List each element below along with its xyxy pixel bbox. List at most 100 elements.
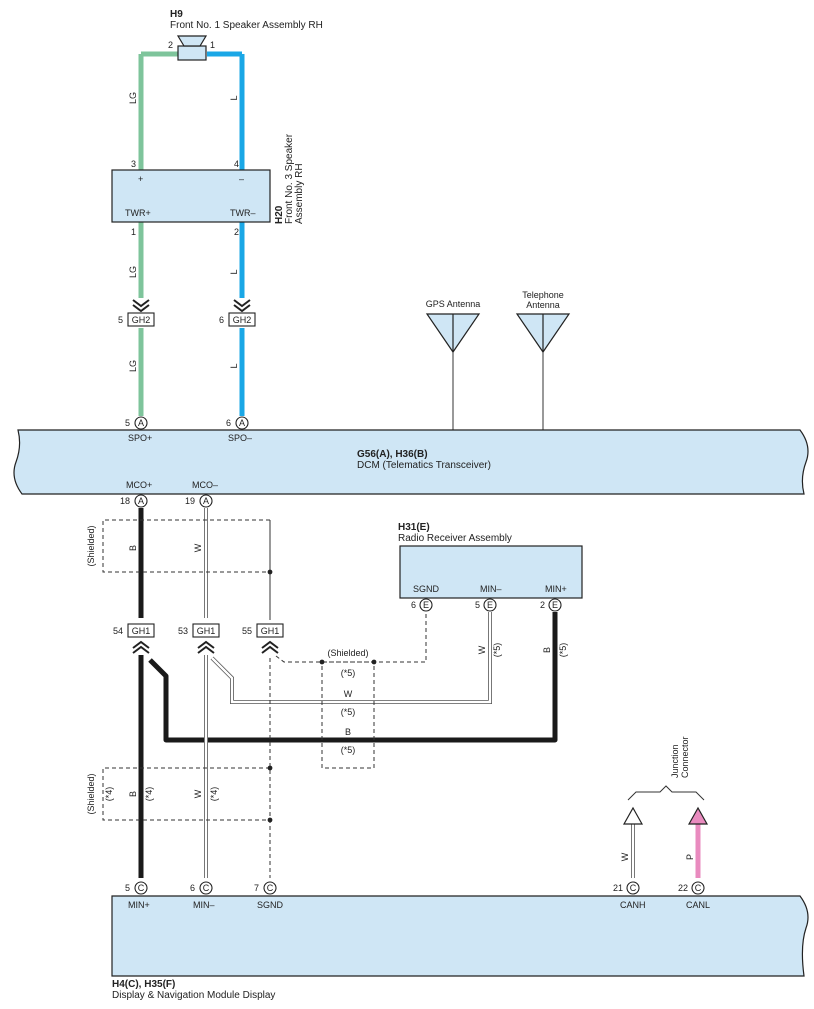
shield-label-middle: (Shielded) — [327, 648, 368, 658]
h20-pin4: 4 — [234, 159, 239, 169]
wire-label-lg-1: LG — [128, 92, 138, 104]
display-name: Display & Navigation Module Display — [112, 990, 275, 1001]
wire-label-w-1: W — [193, 543, 203, 552]
radio-pin2: 2 — [540, 600, 545, 610]
h20-code: H20 — [274, 205, 285, 224]
shield-upper — [102, 519, 270, 573]
radio-name: Radio Receiver Assembly — [398, 533, 512, 544]
dcm-pin19: 19 — [185, 496, 195, 506]
h20-name-2: Assembly RH — [294, 163, 305, 224]
note-n5-sgnd: (*5) — [341, 668, 356, 678]
note-n4-b: (*4) — [144, 787, 154, 802]
note-n5-radio-b: (*5) — [558, 643, 568, 658]
wire-label-b-2: B — [128, 791, 138, 797]
h20-pin1: 1 — [131, 227, 136, 237]
wire-label-p-canl: P — [685, 854, 695, 860]
dcm-mco-minus: MCO– — [192, 480, 218, 490]
gh1-connector-53: GH1 — [192, 623, 220, 654]
junction-label-1: Junction — [670, 744, 680, 778]
gh1-pin55: 55 — [242, 626, 252, 636]
display-conn-c-7-letter: C — [267, 883, 274, 893]
dcm-conn-a-6-letter: A — [239, 418, 245, 428]
wire-label-w-canh: W — [620, 852, 630, 861]
shield-middle-dot-l — [319, 659, 325, 665]
dcm-conn-a-18 — [134, 494, 148, 508]
dcm-pin6: 6 — [226, 418, 231, 428]
junction-brace — [627, 785, 705, 801]
dcm-spo-plus: SPO+ — [128, 433, 152, 443]
radio-min-plus: MIN+ — [545, 584, 567, 594]
wire-label-w-middle: W — [344, 689, 353, 699]
radio-pin6: 6 — [411, 600, 416, 610]
display-box — [111, 895, 809, 977]
h20-label: H20 Front No. 3 Speaker Assembly RH — [274, 133, 305, 224]
radio-conn-e-5 — [483, 598, 497, 612]
gps-antenna-label: GPS Antenna — [426, 299, 481, 309]
shield-lower-dot-bottom — [267, 817, 273, 823]
dcm-conn-a-18-letter: A — [138, 496, 144, 506]
dcm-code: G56(A), H36(B) — [357, 449, 428, 460]
display-code: H4(C), H35(F) — [112, 979, 175, 990]
shield-upper-dot — [267, 569, 273, 575]
h9-speaker-icon — [176, 35, 208, 61]
wire-label-l-1: L — [229, 95, 239, 100]
wire-label-w-radio: W — [477, 645, 487, 654]
display-pin21: 21 — [613, 883, 623, 893]
display-conn-c-21 — [626, 881, 640, 895]
display-pin22: 22 — [678, 883, 688, 893]
wire-label-lg-2: LG — [128, 266, 138, 278]
canl-arrow-icon — [687, 806, 709, 825]
radio-conn-e-5-letter: E — [487, 600, 493, 610]
wire-label-l-2: L — [229, 269, 239, 274]
radio-code: H31(E) — [398, 522, 430, 533]
wire-label-b-middle: B — [345, 727, 351, 737]
radio-pin5: 5 — [475, 600, 480, 610]
shield-lower — [102, 767, 270, 821]
dcm-mco-plus: MCO+ — [126, 480, 152, 490]
display-sgnd: SGND — [257, 900, 284, 910]
tel-antenna-label-2: Antenna — [526, 300, 560, 310]
radio-conn-e-2-letter: E — [552, 600, 558, 610]
display-canh: CANH — [620, 900, 646, 910]
gh1-pin54: 54 — [113, 626, 123, 636]
wire-b-gh1-radio — [148, 612, 558, 743]
display-conn-c-5 — [134, 881, 148, 895]
note-n5-b: (*5) — [341, 745, 356, 755]
radio-sgnd: SGND — [413, 584, 440, 594]
h20-plus: + — [138, 174, 143, 184]
dcm-conn-a-5 — [134, 416, 148, 430]
dcm-name: DCM (Telematics Transceiver) — [357, 460, 491, 471]
display-pin5: 5 — [125, 883, 130, 893]
shield-label-lower: (Shielded) — [86, 773, 96, 814]
dcm-spo-minus: SPO– — [228, 433, 252, 443]
shield-label-upper: (Shielded) — [86, 525, 96, 566]
dcm-pin18: 18 — [120, 496, 130, 506]
h20-pin2: 2 — [234, 227, 239, 237]
wire-label-l-3: L — [229, 363, 239, 368]
display-pin6: 6 — [190, 883, 195, 893]
gh2-connector-left: GH2 — [127, 299, 155, 327]
dcm-conn-a-6 — [235, 416, 249, 430]
note-n4-shield: (*4) — [104, 787, 114, 802]
gh1-pin53: 53 — [178, 626, 188, 636]
gh2-connector-right: GH2 — [228, 299, 256, 327]
canh-arrow-icon — [622, 806, 644, 825]
h9-name: Front No. 1 Speaker Assembly RH — [170, 20, 323, 31]
h20-minus: – — [239, 174, 244, 184]
wire-label-lg-3: LG — [128, 360, 138, 372]
dcm-conn-a-19 — [199, 494, 213, 508]
gh1-label-54: GH1 — [132, 626, 151, 636]
h9-pin-left: 2 — [168, 40, 173, 50]
dcm-pin5: 5 — [125, 418, 130, 428]
wire-label-b-radio: B — [542, 647, 552, 653]
display-conn-c-21-letter: C — [630, 883, 637, 893]
radio-conn-e-6-letter: E — [423, 600, 429, 610]
radio-min-minus: MIN– — [480, 584, 502, 594]
gh1-connector-55: GH1 — [256, 623, 284, 654]
shield-lower-dot-top — [267, 765, 273, 771]
wire-w-gh1-radio-in — [211, 612, 492, 704]
h20-twr-plus: TWR+ — [125, 208, 151, 218]
gh1-label-53: GH1 — [197, 626, 216, 636]
h9-pin-right: 1 — [210, 40, 215, 50]
